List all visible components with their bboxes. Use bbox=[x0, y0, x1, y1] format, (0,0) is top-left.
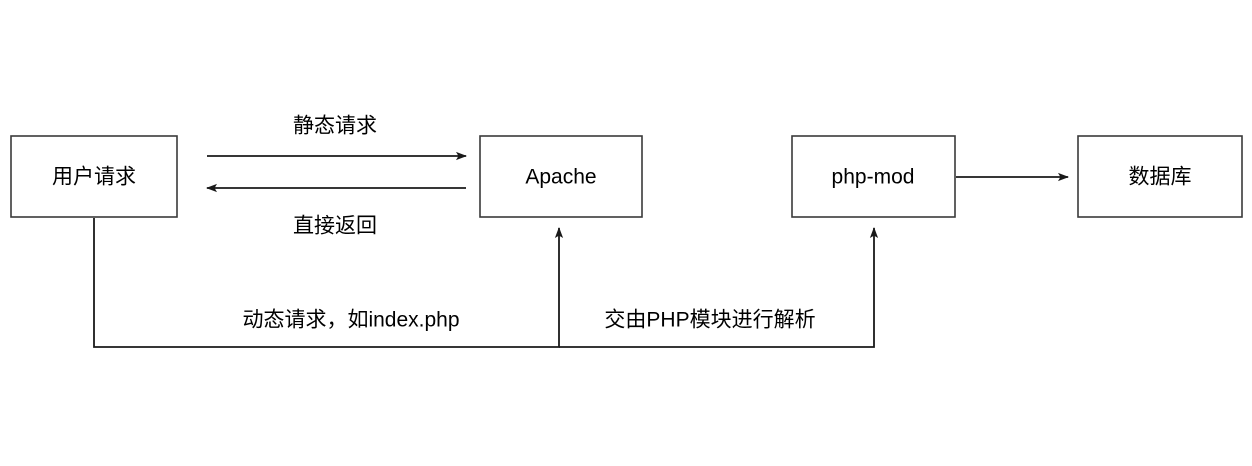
node-apache[interactable]: Apache bbox=[479, 135, 643, 218]
edge-line-php-parse bbox=[559, 227, 879, 348]
node-php-mod[interactable]: php-mod bbox=[791, 135, 956, 218]
edge-line-dynamic-request bbox=[93, 218, 564, 348]
node-label-php-mod: php-mod bbox=[832, 166, 915, 189]
edge-static-request: 静态请求 bbox=[207, 115, 467, 161]
edge-direct-return: 直接返回 bbox=[206, 183, 466, 238]
node-database[interactable]: 数据库 bbox=[1077, 135, 1243, 218]
node-box-user-request[interactable] bbox=[10, 135, 178, 218]
edge-dynamic-request: 动态请求，如index.php bbox=[93, 218, 564, 348]
edge-label-php-parse: 交由PHP模块进行解析 bbox=[604, 309, 815, 332]
node-label-apache: Apache bbox=[525, 166, 596, 189]
node-box-apache[interactable] bbox=[479, 135, 643, 218]
node-label-user-request: 用户请求 bbox=[52, 166, 136, 189]
node-box-database[interactable] bbox=[1077, 135, 1243, 218]
edge-php-parse: 交由PHP模块进行解析 bbox=[559, 227, 879, 348]
edge-label-direct-return: 直接返回 bbox=[293, 215, 377, 238]
edge-label-dynamic-request: 动态请求，如index.php bbox=[242, 309, 459, 332]
node-box-php-mod[interactable] bbox=[791, 135, 956, 218]
edge-label-static-request: 静态请求 bbox=[293, 115, 377, 138]
node-user-request[interactable]: 用户请求 bbox=[10, 135, 178, 218]
node-label-database: 数据库 bbox=[1129, 166, 1192, 189]
